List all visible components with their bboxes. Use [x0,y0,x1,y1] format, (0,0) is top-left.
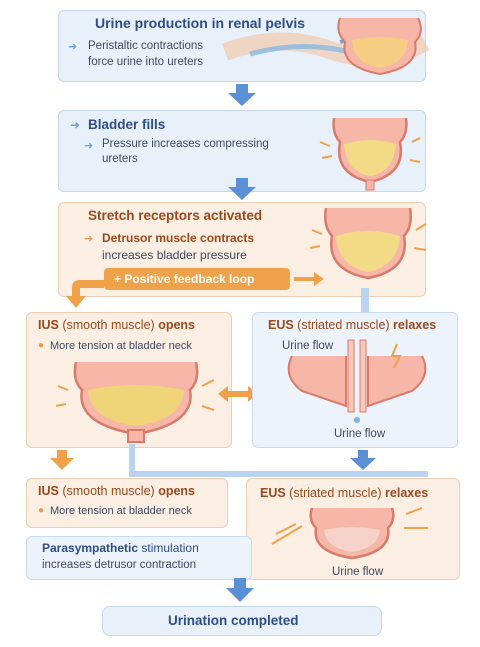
ius-action: opens [158,484,195,498]
eus-action: relaxes [385,486,428,500]
ius-abbrev: IUS [38,484,59,498]
step-ius-opens-bullet: More tension at bladder neck [50,340,192,352]
ius-desc: (smooth muscle) [59,484,158,498]
arrow-bullet-icon: ➜ [84,139,93,152]
arrow-bullet-icon: ➜ [84,232,93,245]
bladder-contracting-illustration [308,204,426,288]
bladder-filling-illustration [320,112,420,192]
step-ius-opens-2-bullet: More tension at bladder neck [50,505,192,517]
eus-urine-flow-label-bottom: Urine flow [334,428,385,440]
ius-bladder-illustration [56,356,216,444]
eus-abbrev: EUS [260,486,286,500]
bullet-dot-icon: ● [38,505,44,516]
step-urine-production-text-1: Peristaltic contractions [88,40,203,52]
ius-desc: (smooth muscle) [59,318,158,332]
step-stretch-receptors-text-1: Detrusor muscle contracts [102,231,254,245]
positive-feedback-loop-label: + Positive feedback loop [114,272,254,286]
step-bladder-fills-text-2: ureters [102,153,138,165]
eus-desc: (striated muscle) [294,318,393,332]
step-eus-relaxes-2-title: EUS (striated muscle) relaxes [260,486,428,500]
flow-arrow-final [226,578,254,602]
flow-arrow-orange-down [50,450,74,470]
bullet-dot-icon: ● [38,340,44,351]
flow-arrow-2 [228,178,256,200]
eus-sphincter-illustration [262,336,452,426]
step-bladder-fills-title: Bladder fills [88,117,165,132]
ius-action: opens [158,318,195,332]
step-parasympathetic-text: increases detrusor contraction [42,559,196,571]
feedback-arrow-left [62,274,104,310]
eus-desc: (striated muscle) [286,486,385,500]
step-urination-completed-title: Urination completed [168,613,299,628]
step-ius-opens-2-title: IUS (smooth muscle) opens [38,484,195,498]
flow-arrow-1 [228,84,256,106]
stimulation-label: stimulation [138,541,199,555]
eus-abbrev: EUS [268,318,294,332]
ureter-kidney-illustration [220,12,425,82]
eus-bladder-emptying-illustration [272,504,432,562]
step-stretch-receptors-text-2: increases bladder pressure [102,248,247,262]
eus-action: relaxes [393,318,436,332]
arrow-bullet-icon: ➜ [68,40,77,53]
step-bladder-fills-text-1: Pressure increases compressing [102,138,269,150]
step-urine-production-text-2: force urine into ureters [88,56,203,68]
step-ius-opens-title: IUS (smooth muscle) opens [38,318,195,332]
parasympathetic-label: Parasympathetic [42,541,138,555]
step-eus-relaxes-title: EUS (striated muscle) relaxes [268,318,436,332]
arrow-bullet-icon: ➜ [70,118,80,132]
ius-abbrev: IUS [38,318,59,332]
eus-urine-flow-label: Urine flow [332,566,383,578]
step-stretch-receptors-title: Stretch receptors activated [88,208,262,223]
step-parasympathetic-title: Parasympathetic stimulation [42,541,199,555]
